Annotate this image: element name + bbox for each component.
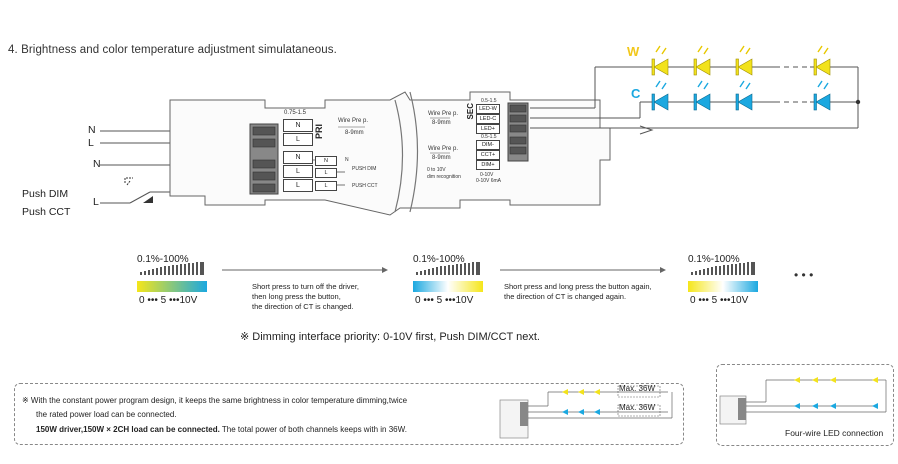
cool-channel-label: C (631, 86, 641, 101)
caption-step1-line1: Short press to turn off the driver, (252, 282, 359, 291)
warm-channel-label: W (627, 44, 640, 59)
input-l2-label: L (93, 196, 99, 208)
pri-terminal-n: N (283, 119, 313, 132)
sec-terminal-dim-minus: DIM- (476, 140, 500, 150)
gauge-left: 0.75-1.5 (284, 110, 307, 116)
dim-note-2: 0-10V 6mA (476, 178, 502, 184)
note-line-3-rest: The total power of both channels keeps w… (219, 425, 407, 434)
input-n1-label: N (88, 124, 96, 136)
led-chain-cool (650, 80, 838, 111)
sec-terminal-cct-plus: CCT+ (476, 150, 500, 160)
power-note-box (14, 383, 684, 445)
pri-terminal-l: L (283, 133, 313, 146)
input-l1-label: L (88, 137, 94, 149)
switch-actuator-icon (124, 177, 133, 186)
brightness-bars (137, 262, 758, 292)
pri-small-n: N (315, 156, 337, 166)
pri-terminal-l3: L (283, 179, 313, 192)
step2-level-ticks (416, 262, 480, 275)
step2-scale: 0 ••• 5 •••10V (415, 295, 474, 306)
caption-step1-line3: the direction of CT is changed. (252, 302, 354, 311)
max-label-2: Max. 36W (619, 403, 656, 412)
mini-diagram-power (499, 385, 673, 439)
sec-terminal-led-c: LED-C (476, 114, 500, 124)
pri-terminal-block (249, 123, 279, 195)
push-dim-label: Push DIM (22, 188, 69, 200)
note-line-3-bold: 150W driver,150W × 2CH load can be conne… (36, 425, 220, 434)
section-heading: 4. Brightness and color temperature adju… (8, 44, 337, 56)
pri-terminal-l2: L (283, 165, 313, 178)
gauge-right: 0.5-1.5 (481, 98, 497, 104)
dim-small-2: dim recognition (427, 174, 461, 180)
step3-level-ticks (691, 262, 755, 275)
step1-percent: 0.1%-100% (137, 254, 189, 265)
step1-level-ticks (140, 262, 204, 275)
note-line-3: 150W driver,150W × 2CH load can be conne… (36, 425, 407, 434)
priority-note: ※ Dimming interface priority: 0-10V firs… (240, 331, 540, 343)
pri-small-label-cct: PUSH CCT (352, 183, 378, 189)
wire-prep-left: Wire Pre p. (338, 118, 369, 124)
caption-step1: Short press to turn off the driver, then… (252, 282, 359, 312)
step1-scale: 0 ••• 5 •••10V (139, 295, 198, 306)
wire-prep-right-2: Wire Pre p. (428, 146, 459, 152)
pri-small-l2: L (315, 181, 337, 191)
step3-scale: 0 ••• 5 •••10V (690, 295, 749, 306)
wire-len-right-2: 8-9mm (432, 155, 451, 161)
pri-label: PRI (314, 124, 324, 140)
wire-prep-right: Wire Pre p. (428, 111, 459, 117)
gauge-right-2: 0.5-1.5 (481, 134, 497, 140)
note-line-2: the rated power load can be connected. (36, 410, 177, 419)
dim-small-1: 0 to 10V (427, 167, 446, 173)
sec-terminal-led-w: LED-W (476, 104, 500, 114)
pri-terminal-n2: N (283, 151, 313, 164)
input-n2-label: N (93, 158, 101, 170)
pri-small-label-dim: PUSH DIM (352, 166, 377, 172)
step2-color-bar (413, 281, 483, 292)
sec-terminal-led-plus: LED+ (476, 124, 500, 134)
caption-step1-line2: then long press the button, (252, 292, 341, 301)
four-wire-caption: Four-wire LED connection (785, 428, 884, 438)
pri-small-label-n: N (345, 157, 349, 163)
four-wire-box (716, 364, 894, 446)
step2-percent: 0.1%-100% (413, 254, 465, 265)
wire-len-left: 8-9mm (345, 130, 364, 136)
wire-len-right: 8-9mm (432, 120, 451, 126)
step3-color-bar (688, 281, 758, 292)
driver-body (169, 91, 611, 216)
step3-percent: 0.1%-100% (688, 254, 740, 265)
step1-color-bar (137, 281, 207, 292)
continuation-ellipsis: • • • (794, 268, 814, 282)
caption-step2-line2: the direction of CT is changed again. (504, 292, 627, 301)
push-switch (129, 191, 151, 204)
switch-contact-icon (143, 196, 153, 203)
push-cct-label: Push CCT (22, 206, 71, 218)
note-line-1: ※ With the constant power program design… (22, 396, 408, 405)
pri-small-l1: L (315, 168, 337, 178)
max-label-1: Max. 36W (619, 384, 656, 393)
sec-label: SEC (466, 103, 475, 120)
led-chain-warm (650, 45, 838, 76)
wiring-diagram (100, 45, 861, 216)
caption-step2-line1: Short press and long press the button ag… (504, 282, 652, 291)
mini-diagram-four-wire (719, 377, 887, 425)
caption-step2: Short press and long press the button ag… (504, 282, 652, 302)
dim-note-1: 0-10V (480, 172, 494, 178)
sec-terminal-dim-plus: DIM+ (476, 160, 500, 170)
